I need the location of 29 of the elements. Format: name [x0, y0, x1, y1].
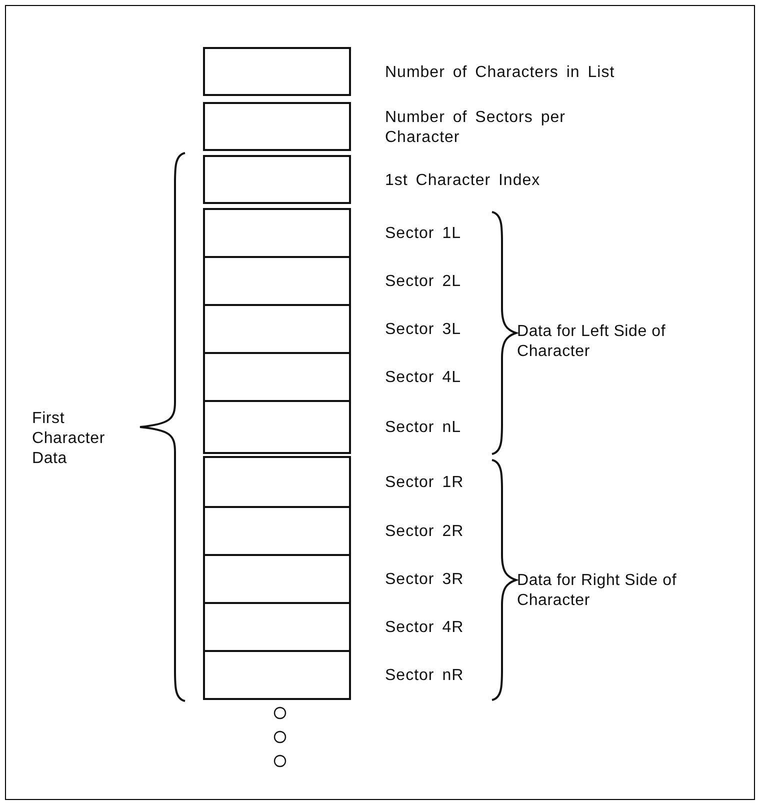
- memory-cell: [203, 352, 351, 402]
- memory-cell: [203, 506, 351, 556]
- cell-label: Sector 3R: [385, 570, 465, 590]
- cell-label: Number of Sectors per Character: [385, 108, 566, 148]
- memory-cell: [203, 102, 351, 151]
- cell-label: Sector 2R: [385, 522, 465, 542]
- cell-label: Sector 3L: [385, 320, 462, 340]
- cell-label: Number of Characters in List: [385, 62, 616, 82]
- memory-cell: [203, 456, 351, 508]
- memory-cell: [203, 554, 351, 604]
- memory-cell: [203, 47, 351, 96]
- memory-cell: [203, 602, 351, 652]
- cell-label: Sector nR: [385, 666, 465, 686]
- brace-label: Data for Right Side of Character: [517, 571, 677, 611]
- memory-cell: [203, 304, 351, 354]
- cell-label: Sector 4L: [385, 368, 462, 388]
- memory-cell: [203, 155, 351, 204]
- memory-cell: [203, 400, 351, 454]
- brace-label: Data for Left Side of Character: [517, 322, 667, 362]
- cell-label: Sector 4R: [385, 618, 465, 638]
- cell-label: Sector 1L: [385, 224, 462, 244]
- memory-cell: [203, 650, 351, 700]
- cell-label: Sector 1R: [385, 473, 465, 493]
- cell-label: Sector nL: [385, 418, 462, 438]
- memory-cell: [203, 256, 351, 306]
- cell-label: Sector 2L: [385, 272, 462, 292]
- brace-label: First Character Data: [32, 409, 106, 469]
- memory-cell: [203, 208, 351, 258]
- cell-label: 1st Character Index: [385, 170, 542, 190]
